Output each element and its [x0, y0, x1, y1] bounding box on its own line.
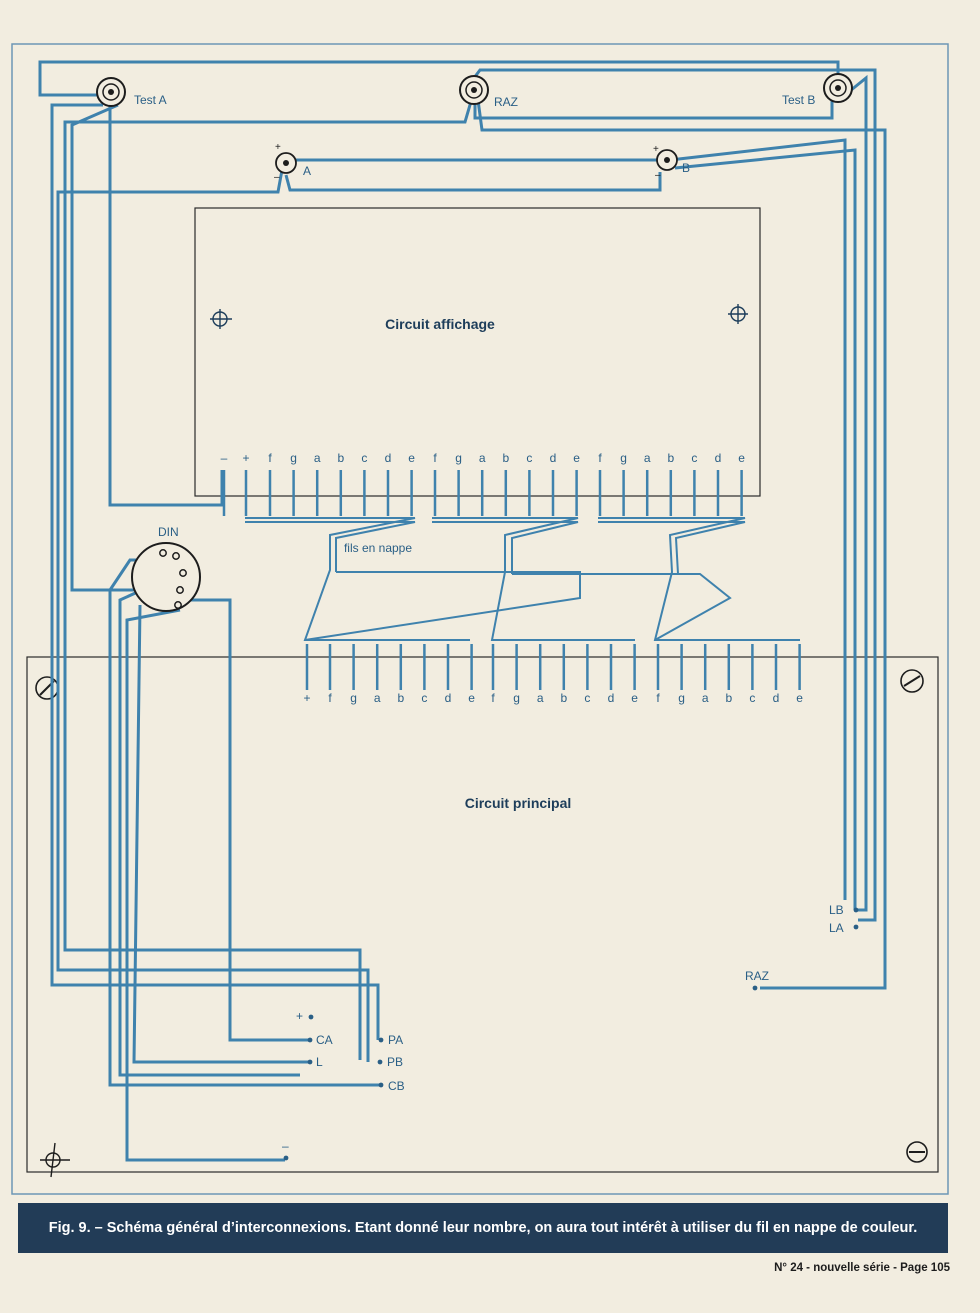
svg-text:–: – — [274, 172, 280, 183]
screw-icon — [906, 1141, 928, 1163]
main-board — [26, 656, 939, 1173]
main-pin-label: e — [468, 691, 475, 705]
test-a-label: Test A — [134, 93, 167, 107]
terminal-pb-label: PB — [387, 1055, 403, 1069]
main-pin-label: g — [678, 691, 685, 705]
main-pin-label: d — [773, 691, 780, 705]
ribbon-cables — [245, 517, 800, 641]
display-pin-label: c — [361, 451, 367, 465]
display-pin-label: a — [479, 451, 486, 465]
screw-icon — [900, 669, 924, 693]
test-a-connector — [96, 77, 126, 107]
led-a-label: A — [303, 164, 311, 178]
main-pin-label: f — [328, 691, 332, 705]
main-pin-label: a — [702, 691, 709, 705]
main-pin-label: + — [303, 691, 310, 705]
display-pin-label: g — [290, 451, 297, 465]
display-pin-label: a — [644, 451, 651, 465]
display-pin-label: b — [502, 451, 509, 465]
display-pin-label: b — [667, 451, 674, 465]
terminal-raz-label: RAZ — [745, 969, 769, 983]
page-footer: N° 24 - nouvelle série - Page 105 — [774, 1262, 950, 1274]
svg-text:+: + — [275, 142, 281, 153]
display-pin-label: b — [337, 451, 344, 465]
main-pin-label: d — [445, 691, 452, 705]
raz-connector — [459, 75, 489, 105]
display-pin-label: e — [408, 451, 415, 465]
figure-caption: Fig. 9. – Schéma général d’interconnexio… — [48, 1219, 918, 1236]
display-pin-label: g — [455, 451, 462, 465]
main-pin-label: b — [560, 691, 567, 705]
main-pin-label: c — [421, 691, 427, 705]
main-pin-label: g — [350, 691, 357, 705]
test-b-connector — [823, 73, 853, 103]
din-connector-icon — [131, 542, 201, 612]
terminal-ca-label: CA — [316, 1033, 333, 1047]
main-pin-label: a — [374, 691, 381, 705]
main-pin-label: f — [491, 691, 495, 705]
svg-text:–: – — [655, 170, 661, 181]
display-pin-label: d — [550, 451, 557, 465]
main-pin-label: c — [749, 691, 755, 705]
terminal-la-label: LA — [829, 921, 844, 935]
main-pin-label: e — [796, 691, 803, 705]
main-pin-label: d — [608, 691, 615, 705]
main-pin-group: + f g a b c d e f g a b c d e f g a b c d e — [303, 644, 803, 705]
terminal-cb-label: CB — [388, 1079, 405, 1093]
page-frame — [11, 43, 949, 1195]
mount-hole-icon — [210, 309, 232, 329]
display-pin-label: d — [715, 451, 722, 465]
main-pin-label: g — [513, 691, 520, 705]
display-pin-label: c — [526, 451, 532, 465]
mount-hole-icon — [40, 1142, 70, 1178]
led-b-icon: + – — [653, 144, 678, 181]
terminal-group — [283, 907, 859, 1161]
test-b-label: Test B — [782, 93, 815, 107]
mount-hole-icon — [728, 304, 748, 324]
led-b-label: B — [682, 161, 690, 175]
display-pin-label: f — [268, 451, 272, 465]
raz-label: RAZ — [494, 95, 518, 109]
main-pin-label: e — [631, 691, 638, 705]
terminal-minus-label: – — [282, 1139, 289, 1153]
display-pin-label: + — [242, 451, 249, 465]
display-pin-label: f — [433, 451, 437, 465]
main-pin-label: a — [537, 691, 544, 705]
display-pin-label: a — [314, 451, 321, 465]
display-pin-label: – — [221, 451, 228, 465]
display-pin-label: d — [385, 451, 392, 465]
main-pin-label: b — [725, 691, 732, 705]
display-board-label: Circuit affichage — [385, 316, 495, 332]
led-a-icon: + – — [274, 142, 297, 183]
terminal-plus-label: + — [296, 1009, 303, 1023]
main-board-label: Circuit principal — [465, 795, 572, 811]
display-pin-label: g — [620, 451, 627, 465]
display-pin-label: f — [598, 451, 602, 465]
main-pin-label: c — [584, 691, 590, 705]
main-pin-label: f — [656, 691, 660, 705]
terminal-lb-label: LB — [829, 903, 844, 917]
display-pin-group: –+ f g a b c d e f g a b c d e f g a b c d e — [221, 451, 745, 516]
display-pin-label: c — [691, 451, 697, 465]
ribbon-label: fils en nappe — [344, 541, 412, 555]
svg-text:+: + — [653, 144, 659, 155]
screw-icon — [35, 676, 59, 700]
terminal-pa-label: PA — [388, 1033, 403, 1047]
display-pin-label: e — [738, 451, 745, 465]
din-label: DIN — [158, 525, 179, 539]
main-pin-label: b — [397, 691, 404, 705]
display-board — [194, 207, 761, 497]
figure-caption-bar: Fig. 9. – Schéma général d’interconnexio… — [18, 1203, 948, 1253]
display-pin-label: e — [573, 451, 580, 465]
terminal-l-label: L — [316, 1055, 323, 1069]
